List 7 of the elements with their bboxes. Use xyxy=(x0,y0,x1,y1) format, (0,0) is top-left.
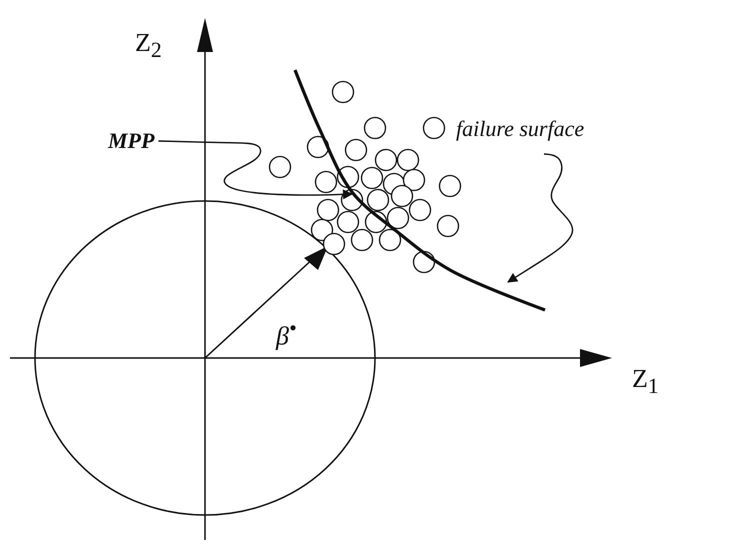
z1-axis-label: Z$_{1}$ xyxy=(632,366,659,398)
beta-label: β$^{•}$ xyxy=(276,318,297,350)
mpp-label: MPP xyxy=(108,130,154,152)
leader-line xyxy=(507,153,574,283)
leader-line xyxy=(158,140,353,200)
failure-surface-label: failure surface xyxy=(456,118,584,140)
z2-axis-label: Z$_{2}$ xyxy=(135,30,162,62)
